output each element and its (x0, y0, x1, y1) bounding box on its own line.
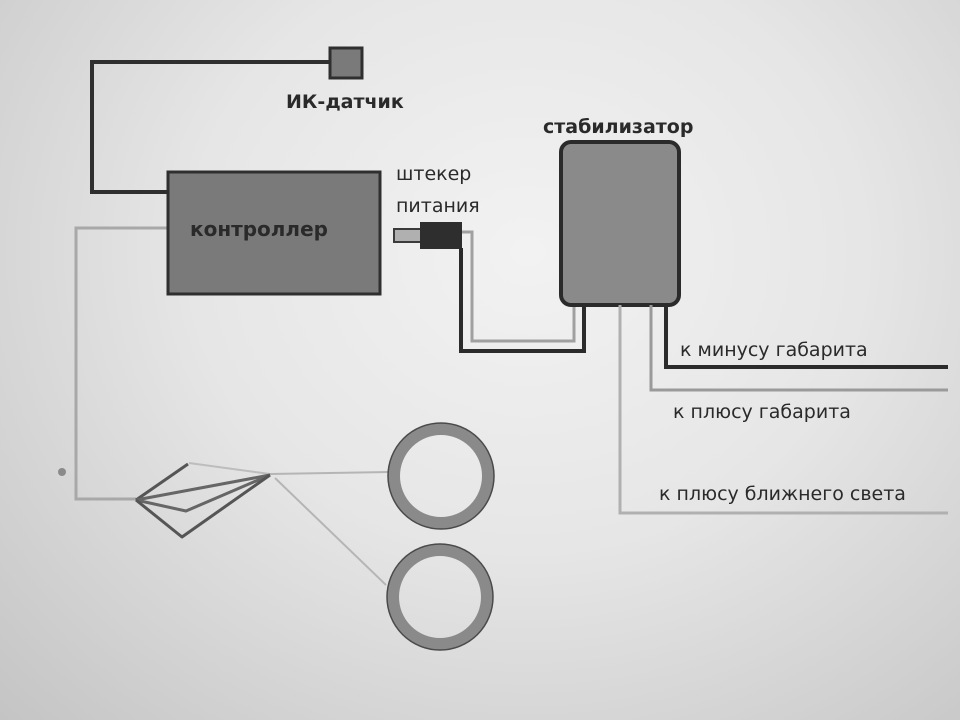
parking-minus-label: к минусу габарита (680, 339, 868, 361)
parking-minus-wire (664, 305, 948, 369)
plug-tip (393, 228, 422, 243)
controller-box (166, 170, 382, 296)
ir-sensor-wire (90, 60, 330, 194)
low-beam-plus-wire (618, 305, 948, 515)
wire-splitter (135, 462, 391, 586)
plug-label-line2: питания (396, 195, 480, 217)
ir-sensor (328, 46, 364, 80)
low-beam-plus-label: к плюсу ближнего света (659, 483, 906, 505)
plug-dark-wire (459, 248, 586, 353)
plug-label-line1: штекер (396, 163, 471, 185)
plug-light-wire (462, 230, 576, 343)
ir-sensor-label: ИК-датчик (286, 91, 404, 113)
angel-eye-ring-bottom-outline (386, 543, 494, 651)
parking-plus-wire (649, 305, 948, 392)
stabilizer-label: стабилизатор (543, 116, 693, 138)
stabilizer-box (559, 140, 681, 307)
controller-label: контроллер (190, 217, 328, 241)
angel-eye-ring-top-outline (387, 422, 495, 530)
plug-body (420, 222, 462, 249)
controller-led-wire (74, 226, 168, 501)
parking-plus-label: к плюсу габарита (673, 401, 851, 423)
angel-eye-ring-bottom (387, 544, 493, 650)
angel-eye-ring-top (388, 423, 494, 529)
junction-dot (58, 468, 66, 476)
